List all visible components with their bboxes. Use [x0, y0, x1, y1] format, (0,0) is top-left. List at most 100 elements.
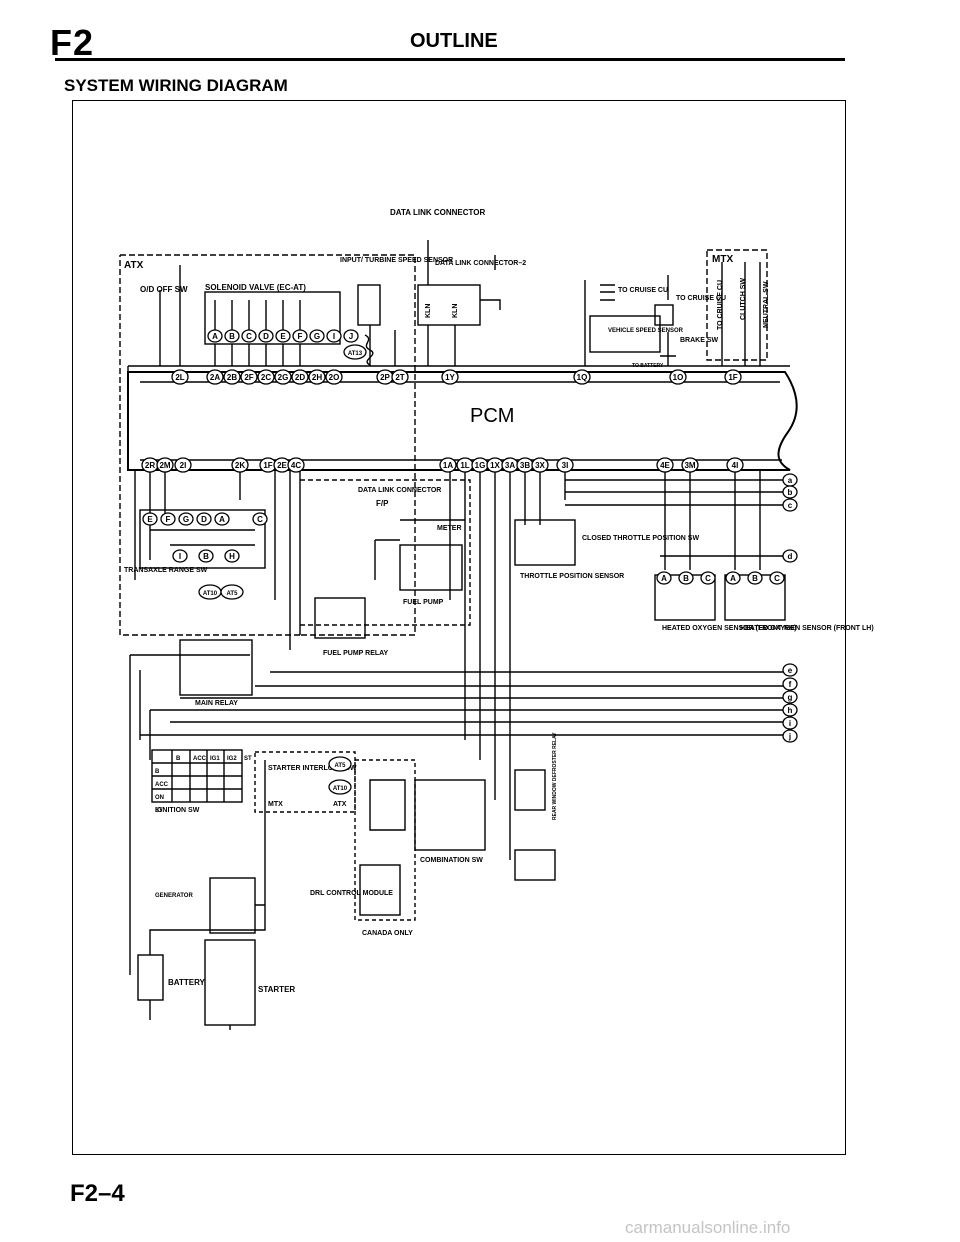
pcm-pin-2d: 2D — [291, 369, 309, 385]
header-rule — [55, 58, 845, 61]
solenoid-pin-c: C — [241, 329, 257, 343]
o2-lh-pin-a: A — [725, 571, 741, 585]
side-connector-c-label: c — [788, 501, 793, 510]
fuel-pump-label: FUEL PUMP — [403, 599, 444, 606]
transaxle-pin-b-b: B — [198, 549, 214, 563]
transaxle-pin-g-label: G — [183, 515, 189, 524]
atx-label: ATX — [124, 260, 144, 271]
starter-interlock-box — [254, 751, 356, 813]
o2-rh-pin-c-label: C — [705, 574, 711, 583]
side-connector-c: c — [782, 498, 798, 512]
brake-sw-label: BRAKE SW — [680, 337, 719, 344]
pcm-pin-2c-label: 2C — [261, 373, 271, 382]
solenoid-pin-j-label: J — [349, 332, 353, 341]
pcm-pin-b-2m: 2M — [156, 457, 174, 473]
solenoid-pin-a: A — [207, 329, 223, 343]
pcm-pin-b-1x-label: 1X — [490, 461, 500, 470]
mtx-region — [706, 249, 768, 361]
ignition-row-st: ST — [155, 808, 163, 814]
pcm-pin-b-1l: 1L — [456, 457, 474, 473]
pcm-pin-2l: 2L — [171, 369, 189, 385]
fuel-pump-relay-box — [314, 597, 366, 639]
transaxle-pin-b-i-label: I — [179, 552, 181, 561]
pcm-pin-2o: 2O — [325, 369, 343, 385]
pcm-pin-2f-label: 2F — [244, 373, 253, 382]
side-connector-b-label: b — [788, 488, 793, 497]
pcm-pin-b-2k-label: 2K — [235, 461, 245, 470]
combination-switch-box — [414, 779, 486, 851]
pcm-pin-2d-label: 2D — [295, 373, 305, 382]
pcm-pin-1y-label: 1Y — [445, 373, 455, 382]
solenoid-pin-a-label: A — [212, 332, 218, 341]
solenoid-valve-label: SOLENOID VALVE (EC-AT) — [205, 283, 306, 292]
pcm-pin-2o-label: 2O — [329, 373, 340, 382]
kln-label-1: KLN — [425, 304, 432, 318]
solenoid-pin-d-label: D — [263, 332, 269, 341]
side-connector-j: j — [782, 729, 798, 743]
solenoid-pin-e-label: E — [280, 332, 286, 341]
transaxle-pin-e: E — [142, 512, 158, 526]
page-heading: SYSTEM WIRING DIAGRAM — [64, 76, 288, 95]
transaxle-pin-d: D — [196, 512, 212, 526]
pcm-pin-b-4i: 4I — [726, 457, 744, 473]
o2-lh-pin-c: C — [769, 571, 785, 585]
solenoid-pin-i: I — [326, 329, 342, 343]
pcm-pin-2h-label: 2H — [312, 373, 322, 382]
transaxle-range-box — [139, 509, 266, 569]
closed-throttle-sw-label: CLOSED THROTTLE POSITION SW — [582, 535, 699, 542]
transaxle-pin-e-label: E — [147, 515, 153, 524]
mtx-label: MTX — [712, 254, 733, 265]
ignition-col-ig1: IG1 — [210, 756, 220, 762]
atx-region — [119, 254, 416, 636]
pcm-pin-b-3i-label: 3I — [562, 461, 569, 470]
heated-o2-lh-label: HEATED OXYGEN SENSOR (FRONT LH) — [740, 625, 874, 632]
side-connector-e-label: e — [788, 666, 793, 675]
pcm-pin-2c: 2C — [257, 369, 275, 385]
pcm-pin-1q: 1Q — [573, 369, 591, 385]
pcm-pin-2h: 2H — [308, 369, 326, 385]
fuel-pump-relay-label: FUEL PUMP RELAY — [323, 650, 389, 657]
transaxle-pin-g: G — [178, 512, 194, 526]
pcm-pin-b-2m-label: 2M — [159, 461, 170, 470]
transaxle-pin-b-h: H — [224, 549, 240, 563]
o2-rh-pin-b-label: B — [683, 574, 689, 583]
starter-mtx-label: MTX — [268, 801, 283, 808]
pcm-pin-1f-label: 1F — [728, 373, 737, 382]
transaxle-pin-c-label: C — [257, 515, 263, 524]
to-cruise-cu-vertical-label: TO CRUISE CU — [717, 280, 724, 330]
side-connector-a-label: a — [788, 476, 793, 485]
pcm-pin-2t: 2T — [391, 369, 409, 385]
at-badge-2-label: AT5 — [227, 591, 239, 597]
side-connector-g: g — [782, 690, 798, 704]
pcm-pin-b-4c-label: 4C — [291, 461, 301, 470]
rear-window-relay-box — [514, 769, 546, 811]
pcm-pin-b-4e: 4E — [656, 457, 674, 473]
pcm-pin-2a: 2A — [206, 369, 224, 385]
ignition-col-b: B — [176, 756, 181, 762]
transaxle-pin-a-label: A — [219, 515, 225, 524]
dlc-mid-label: DATA LINK CONNECTOR — [358, 487, 441, 494]
starter-atx-label: ATX — [333, 801, 347, 808]
pcm-body — [127, 371, 798, 471]
o2-lh-pin-b: B — [747, 571, 763, 585]
generator-label: GENERATOR — [155, 893, 193, 899]
fp-terminal-label: F/P — [376, 499, 389, 508]
rear-window-relay-label: REAR WINDOW DEFROSTER RELAY — [552, 732, 558, 820]
transaxle-range-sw-label: TRANSAXLE RANGE SW — [124, 567, 208, 574]
section-tab: F2 — [50, 22, 95, 63]
ignition-row-acc: ACC — [155, 782, 169, 788]
starter-box — [204, 939, 256, 1026]
pcm-pin-b-3a: 3A — [501, 457, 519, 473]
pcm-pin-b-3x-label: 3X — [535, 461, 545, 470]
ignition-sw-label: IGNITION SW — [155, 807, 200, 814]
drl-module-label: DRL CONTROL MODULE — [310, 890, 393, 897]
solenoid-pin-f-label: F — [298, 332, 303, 341]
transaxle-pin-d-label: D — [201, 515, 207, 524]
o2-rh-pin-c: C — [700, 571, 716, 585]
transaxle-pin-b-b-label: B — [203, 552, 209, 561]
at-badge-2: AT5 — [220, 584, 244, 600]
to-cruise-cu-right-label: TO CRUISE CU — [676, 295, 726, 302]
